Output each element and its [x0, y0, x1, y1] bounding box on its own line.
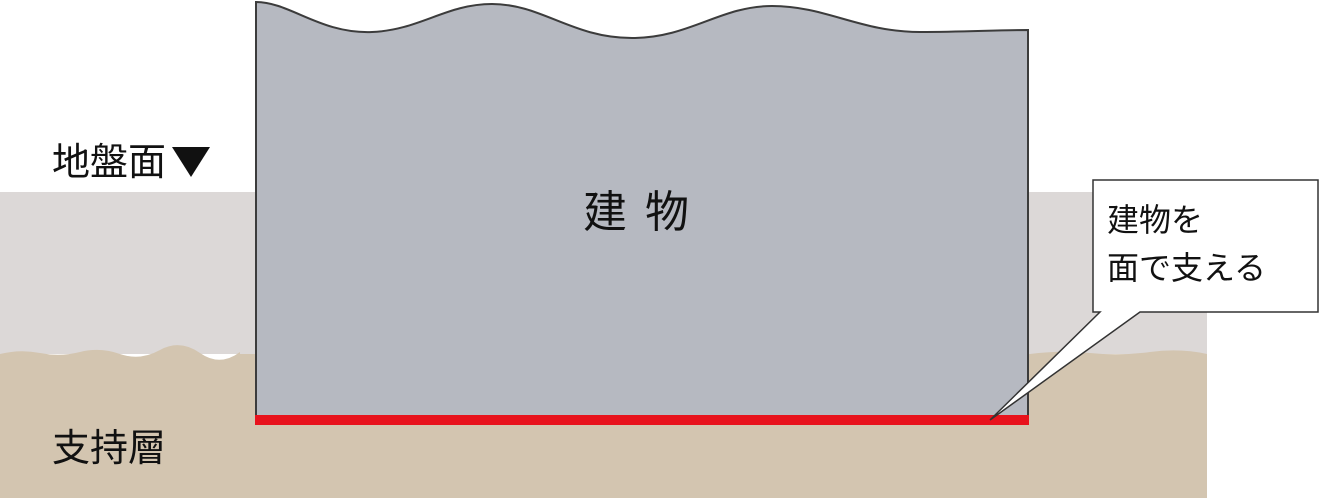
- bearing-layer-label: 支持層: [52, 426, 167, 470]
- callout-bubble: [989, 179, 1319, 421]
- foundation-slab: [255, 415, 1029, 425]
- callout-line-2: 面で支える: [1107, 249, 1267, 287]
- building-label: 建物: [583, 187, 707, 238]
- down-triangle-icon: [172, 147, 211, 177]
- ground-surface-text: 地盤面: [52, 140, 167, 184]
- callout-line-1: 建物を: [1107, 201, 1204, 239]
- building-body: [255, 0, 1029, 419]
- callout-text: 建物を 面で支える: [1107, 196, 1307, 292]
- ground-surface-label: 地盤面: [52, 138, 211, 186]
